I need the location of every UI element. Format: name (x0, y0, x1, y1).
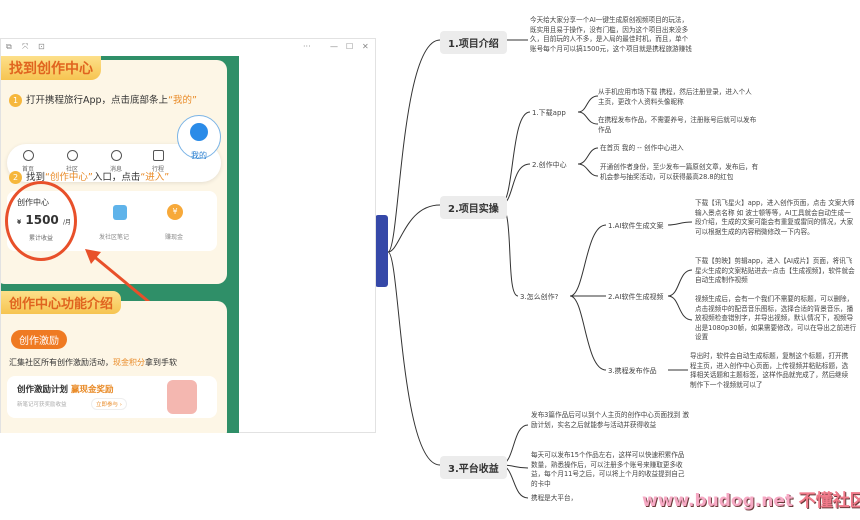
features-desc: 汇集社区所有创作激励活动，现金积分拿到手软 (9, 358, 177, 367)
node-income[interactable]: 3.平台收益 (440, 456, 507, 479)
ai-video-text-2: 视频生成后，会有一个我们不需要的标题，可以删除，点击视频中的配音音乐图标，选择合… (695, 295, 857, 342)
nav-mine[interactable]: 我的 (177, 115, 221, 160)
save-icon[interactable]: ⊡ (38, 42, 45, 51)
node-practice[interactable]: 2.项目实操 (440, 196, 507, 219)
features-title: 创作中心功能介绍 (1, 291, 122, 314)
ai-copy-text: 下载【讯飞星火】app，进入创作页面，点击 文案大师 输入景点名称 如 波士顿等… (695, 199, 855, 236)
plan-title: 创作激励计划 赢现金奖励 (17, 385, 114, 395)
calendar-icon (152, 150, 164, 161)
message-icon (110, 150, 122, 161)
join-button[interactable]: 立即参与 › (91, 398, 127, 410)
node-how-to-create[interactable]: 3.怎么创作? (520, 293, 559, 301)
expand-icon[interactable]: ⤧ (22, 42, 29, 51)
nav-home[interactable]: 首页 (13, 150, 43, 173)
minimize-button[interactable]: — (330, 42, 338, 51)
root-node[interactable] (375, 215, 388, 287)
earn-cash-button[interactable]: 赚现金 (165, 234, 184, 241)
node-intro[interactable]: 1.项目介绍 (440, 31, 507, 54)
ai-video-text-1: 下载【剪映】剪辑app，进入【AI成片】页面，将讯飞星火生成的文案粘贴进去--点… (695, 257, 855, 285)
incentive-plan-card[interactable]: 创作激励计划 赢现金奖励 新笔记可获奖励收益 立即参与 › (7, 376, 217, 418)
post-note-button[interactable]: 发社区笔记 (99, 234, 130, 241)
close-button[interactable]: ✕ (362, 42, 369, 51)
maximize-button[interactable]: ☐ (346, 42, 354, 51)
node-download[interactable]: 1.下载app (532, 109, 566, 117)
center-text-2: 开通创作者身份，至少发布一篇原创文章，发布后，有机会参与抽奖活动，可以获得最高2… (600, 163, 759, 181)
center-text-1: 在首页 我的 -- 创作中心进入 (600, 144, 684, 152)
home-icon (22, 150, 34, 161)
watermark: www.budog.net 不懂社区 (642, 491, 860, 511)
coin-icon: ¥ (167, 204, 183, 220)
gift-illustration (167, 380, 197, 414)
income-text-2: 每天可以发布15个作品左右，这样可以快速积累作品数量，熟悉操作后，可以注册多个账… (531, 451, 685, 488)
incentive-tag: 创作激励 (11, 330, 67, 349)
plan-subtitle: 新笔记可获奖励收益 (17, 402, 67, 408)
window-titlebar: ⧉ ⤧ ⊡ ··· — ☐ ✕ (1, 39, 375, 57)
pin-icon[interactable]: ⧉ (6, 42, 12, 51)
note-icon (113, 205, 127, 220)
highlight-circle (5, 181, 77, 261)
nav-messages[interactable]: 消息 (101, 150, 131, 173)
node-ai-copy[interactable]: 1.AI软件生成文案 (608, 222, 664, 230)
nav-trips[interactable]: 行程 (143, 150, 173, 173)
planet-icon (66, 150, 78, 161)
node-publish[interactable]: 3.携程发布作品 (608, 367, 657, 375)
more-button[interactable]: ··· (303, 42, 311, 51)
download-text-1: 从手机应用市场下载 携程，然后注册登录，进入个人主页，更改个人资料头像昵称 (598, 88, 752, 106)
download-text-2: 在携程发布作品，不需要养号，注册账号后就可以发布作品 (598, 116, 757, 134)
income-text-1: 发布3篇作品后可以到个人主页的创作中心页面找到 激励计划，实名之后就能参与活动并… (531, 411, 689, 429)
node-creation-center[interactable]: 2.创作中心 (532, 161, 567, 169)
node-ai-video[interactable]: 2.AI软件生成视频 (608, 293, 664, 301)
section-title: 找到创作中心 (1, 56, 101, 80)
publish-text: 导出时，软件会自动生成标题，复制这个标题，打开携程主页，进入创作中心页面，上传视… (690, 352, 849, 389)
intro-text: 今天给大家分享一个AI一键生成原创视频项目的玩法，既实用且易于操作，没有门槛，因… (530, 16, 692, 53)
nav-community[interactable]: 社区 (57, 150, 87, 173)
mascot-icon (190, 123, 208, 141)
income-text-3: 携程是大平台， (531, 494, 578, 502)
